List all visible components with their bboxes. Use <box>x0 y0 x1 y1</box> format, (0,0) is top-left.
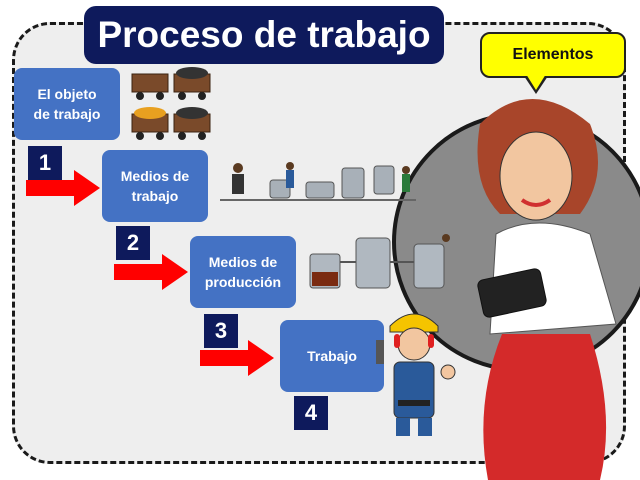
page-title: Proceso de trabajo <box>84 6 444 64</box>
production-tanks-illustration <box>309 234 450 289</box>
step-box-2: Medios de trabajo <box>102 150 208 222</box>
arrow-1 <box>26 170 100 206</box>
step-2-line2: trabajo <box>131 188 179 204</box>
woman-illustration <box>477 99 617 480</box>
step-box-1: El objeto de trabajo <box>14 68 120 140</box>
step-number-3: 3 <box>204 314 238 348</box>
mine-carts-illustration <box>131 67 211 140</box>
step-box-4: Trabajo <box>280 320 384 392</box>
step-4-line1: Trabajo <box>307 348 357 364</box>
arrow-2 <box>114 254 188 290</box>
step-3-line1: Medios de <box>208 254 278 270</box>
callout-tail-fill <box>526 74 546 90</box>
factory-line-illustration <box>220 162 416 201</box>
step-1-line2: de trabajo <box>33 106 101 122</box>
step-3-line2: producción <box>204 274 282 290</box>
step-number-4: 4 <box>294 396 328 430</box>
callout-elementos: Elementos <box>480 32 626 78</box>
step-number-2: 2 <box>116 226 150 260</box>
step-box-3: Medios de producción <box>190 236 296 308</box>
arrow-3 <box>200 340 274 376</box>
step-1-line1: El objeto <box>37 86 97 102</box>
worker-illustration <box>376 313 456 436</box>
step-2-line1: Medios de <box>120 168 190 184</box>
step-number-1: 1 <box>28 146 62 180</box>
